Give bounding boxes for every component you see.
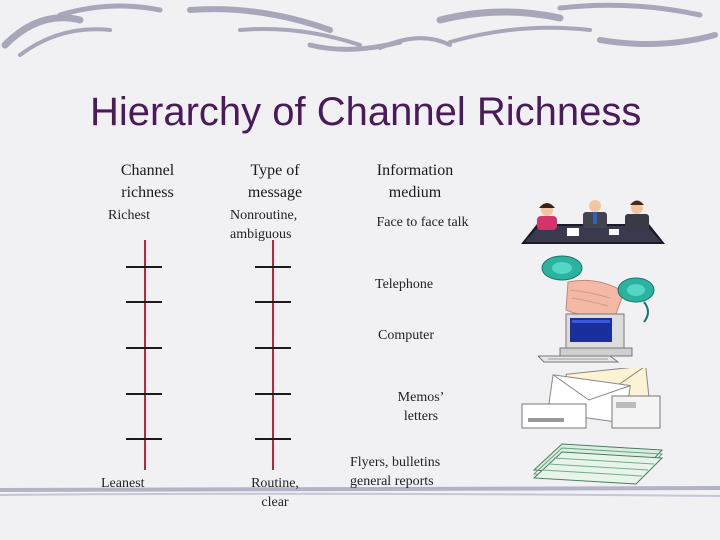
paper-stack-icon	[532, 443, 664, 485]
slide-title: Hierarchy of Channel Richness	[90, 90, 642, 134]
computer-icon	[538, 313, 633, 363]
header-information-medium: Information medium	[376, 162, 454, 201]
richness-scales	[126, 240, 291, 470]
header-type-of-message: Type of message	[247, 162, 303, 201]
richest-label: Richest	[108, 208, 150, 223]
message-top-label: Nonroutine, ambiguous	[230, 208, 298, 242]
channel-richness-scale	[126, 240, 162, 470]
message-type-scale	[255, 240, 291, 470]
medium-label-computer: Computer	[378, 328, 434, 343]
medium-label-face-to-face: Face to face talk	[376, 215, 469, 230]
telephone-icon	[541, 255, 655, 323]
leanest-label: Leanest	[101, 476, 145, 491]
medium-label-flyers: Flyers, bulletins general reports	[350, 455, 441, 489]
header-channel-richness: Channel richness	[120, 162, 175, 201]
medium-label-memos: Memos’ letters	[397, 390, 445, 424]
message-bottom-label: Routine, clear	[251, 476, 299, 510]
envelopes-icon	[521, 368, 661, 429]
medium-label-telephone: Telephone	[375, 277, 434, 292]
meeting-people-icon	[521, 200, 665, 244]
